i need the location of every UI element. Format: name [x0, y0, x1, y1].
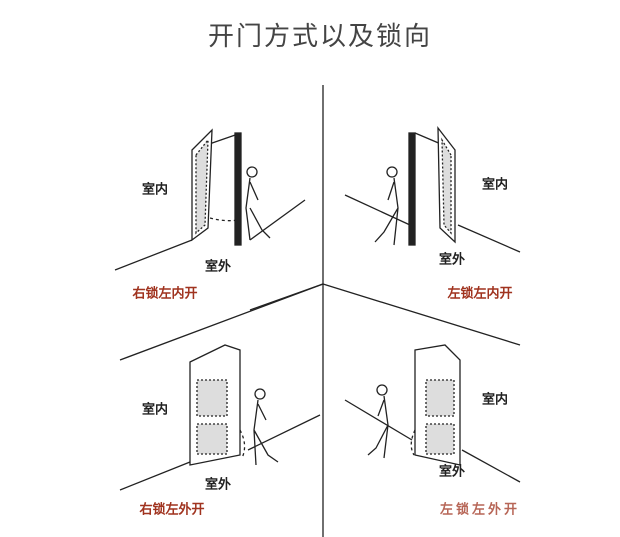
person-icon-1 [245, 166, 271, 241]
door-inward-right [344, 126, 521, 253]
door-outward-right [344, 344, 521, 483]
indoor-label-4: 室内 [481, 392, 509, 408]
person-icon-3 [253, 388, 279, 466]
door-outward-left [119, 344, 321, 491]
person-icon-2 [374, 166, 399, 246]
floor-line [249, 283, 324, 311]
caption-3: 右锁左外开 [139, 502, 205, 518]
indoor-label-2: 室内 [481, 177, 509, 193]
caption-1: 右锁左内开 [132, 286, 198, 302]
outdoor-label-2: 室外 [438, 252, 466, 268]
outdoor-label-1: 室外 [204, 259, 232, 275]
indoor-label-1: 室内 [141, 182, 169, 198]
door-inward-left [114, 128, 306, 271]
caption-4: 左锁左外开 [439, 502, 521, 518]
outdoor-label-4: 室外 [438, 464, 466, 480]
person-icon-4 [367, 384, 389, 459]
diagonal-divider-right [322, 283, 521, 346]
indoor-label-3: 室内 [141, 402, 169, 418]
outdoor-label-3: 室外 [204, 477, 232, 493]
diagram-title: 开门方式以及锁向 [207, 22, 432, 52]
caption-2: 左锁左内开 [447, 286, 513, 302]
